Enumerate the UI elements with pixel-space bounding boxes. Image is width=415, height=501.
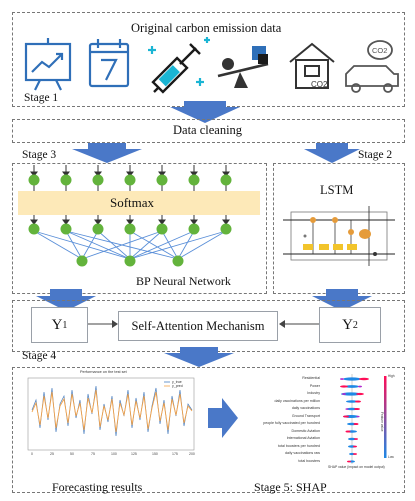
shap-points bbox=[340, 377, 369, 463]
bp-network-label: BP Neural Network bbox=[136, 274, 231, 288]
house-co2-icon: CO2 bbox=[289, 42, 335, 89]
shap-colorbar-high: High bbox=[388, 374, 395, 378]
x-tick-100: 100 bbox=[111, 452, 117, 456]
presentation-chart-icon bbox=[24, 38, 72, 91]
stage1-title: Original carbon emission data bbox=[131, 21, 282, 35]
down-arrow bbox=[304, 143, 360, 163]
stage3-panel bbox=[12, 163, 267, 294]
bp-neural-network-diagram bbox=[18, 165, 260, 267]
x-tick-75: 75 bbox=[91, 452, 95, 456]
right-arrow bbox=[208, 398, 238, 438]
shap-beeswarm bbox=[340, 374, 387, 464]
y2-subscript: 2 bbox=[352, 319, 358, 331]
shap-colorbar-label: Feature value bbox=[380, 412, 384, 432]
shap-feature-3: daily vaccinations per million bbox=[274, 398, 320, 403]
data-cleaning-panel bbox=[12, 119, 405, 143]
stage4-label: Stage 4 bbox=[22, 350, 57, 362]
shap-axis-label: SHAP value (impact on model output) bbox=[328, 465, 385, 469]
car-co2-icon: CO2 bbox=[345, 40, 399, 93]
stage1-icons: CO2 CO2 bbox=[24, 37, 399, 94]
shap-plot: Residential Power Industry daily vaccina… bbox=[244, 372, 402, 472]
down-arrow bbox=[164, 347, 234, 367]
shap-caption: Stage 5: SHAP bbox=[254, 480, 327, 494]
shap-feature-5: Ground Transport bbox=[291, 413, 320, 418]
legend-y-pred: y_pred bbox=[172, 383, 183, 388]
x-tick-150: 150 bbox=[152, 452, 158, 456]
forecast-plot: Performance on the test set y_true y_pre… bbox=[16, 370, 204, 462]
legend-y-true: y_true bbox=[172, 379, 182, 384]
shap-feature-10: daily vaccinations raw bbox=[285, 451, 320, 455]
y1-main: Y bbox=[51, 316, 63, 333]
stage1-label: Stage 1 bbox=[24, 92, 59, 104]
shap-feature-8: International Aviation bbox=[286, 436, 320, 440]
self-attention-label: Self-Attention Mechanism bbox=[131, 318, 265, 333]
stage2-label: Stage 2 bbox=[358, 149, 393, 161]
lstm-cell-diagram bbox=[283, 206, 395, 266]
y2-main: Y bbox=[342, 316, 353, 333]
down-arrow bbox=[72, 143, 142, 163]
x-tick-50: 50 bbox=[70, 452, 74, 456]
forecast-caption: Forecasting results bbox=[52, 480, 143, 494]
shap-feature-1: Power bbox=[309, 383, 320, 388]
data-cleaning-label: Data cleaning bbox=[173, 123, 243, 137]
softmax-label: Softmax bbox=[110, 195, 155, 210]
balance-seesaw-icon bbox=[217, 46, 269, 88]
series-y-pred bbox=[31, 389, 193, 433]
stage5-panel bbox=[12, 367, 405, 493]
shap-feature-2: Industry bbox=[307, 391, 320, 395]
stage3-label: Stage 3 bbox=[22, 149, 57, 161]
x-tick-125: 125 bbox=[131, 452, 137, 456]
svg-text:CO2: CO2 bbox=[372, 46, 387, 55]
shap-feature-11: total boosters bbox=[298, 458, 320, 463]
lstm-label: LSTM bbox=[320, 183, 354, 197]
self-attention-box: Self-Attention Mechanism bbox=[118, 311, 278, 341]
shap-feature-6: people fully vaccinated per hundred bbox=[263, 421, 320, 425]
shap-feature-7: Domestic Aviation bbox=[291, 428, 321, 433]
x-tick-0: 0 bbox=[31, 452, 33, 456]
calendar-icon bbox=[88, 39, 130, 88]
shap-colorbar-low: Low bbox=[388, 455, 394, 459]
down-arrow bbox=[170, 101, 240, 123]
syringe-icon bbox=[148, 37, 210, 94]
shap-feature-9: total boosters per hundred bbox=[278, 443, 320, 448]
forecast-plot-svg bbox=[27, 377, 195, 451]
forecast-plot-title: Performance on the test set bbox=[80, 370, 127, 374]
svg-text:CO2: CO2 bbox=[311, 80, 328, 89]
x-tick-175: 175 bbox=[172, 452, 178, 456]
y1-subscript: 1 bbox=[62, 319, 68, 331]
x-tick-25: 25 bbox=[50, 452, 54, 456]
shap-feature-4: daily vaccinations bbox=[291, 406, 320, 410]
shap-feature-0: Residential bbox=[302, 376, 320, 380]
x-tick-200: 200 bbox=[189, 452, 195, 456]
attention-arrows bbox=[88, 320, 319, 328]
